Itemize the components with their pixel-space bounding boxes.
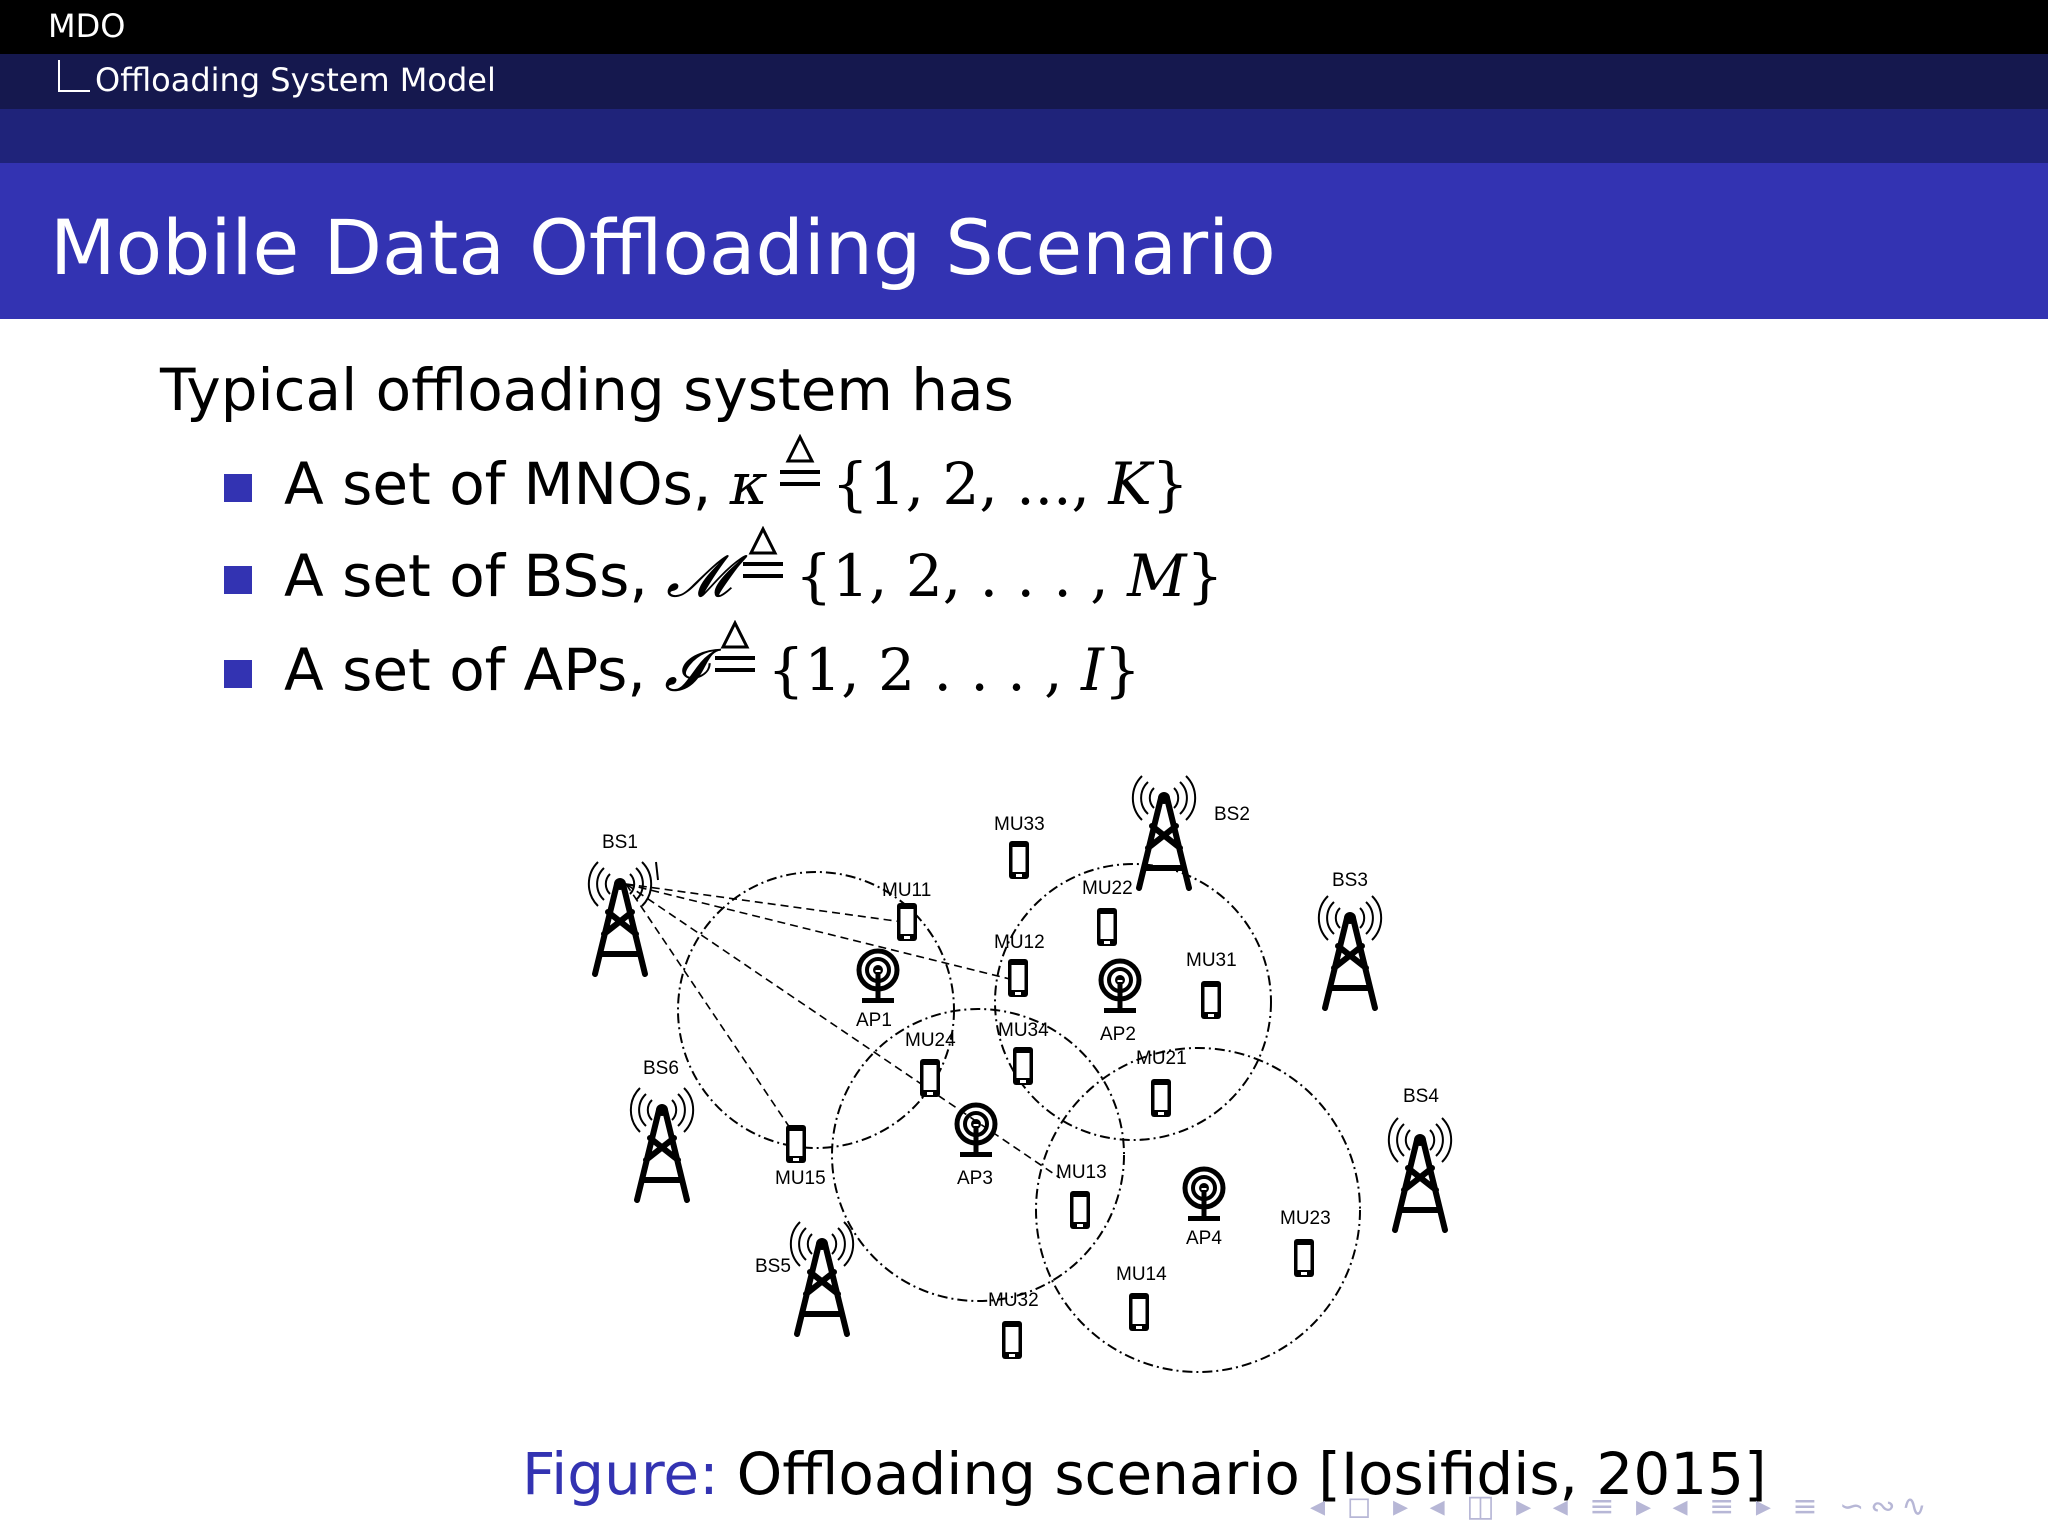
base-station-icon [1389, 1118, 1451, 1230]
item-symbol: 𝓜 [666, 542, 732, 610]
mobile-phone-icon [897, 903, 917, 941]
mu-label: MU31 [1186, 950, 1237, 971]
header-subsection-bar [0, 54, 2048, 109]
defined-as-symbol [741, 526, 785, 598]
frame-title: Mobile Data Offloading Scenario [50, 203, 1276, 292]
bs-label: BS4 [1403, 1086, 1439, 1107]
item-close: } [1186, 542, 1224, 610]
bs-label: BS2 [1214, 804, 1250, 825]
mu-label: MU13 [1056, 1162, 1107, 1183]
access-point-icon [859, 951, 897, 1003]
beamer-navigation-symbols[interactable]: ◂ ◻ ▸ ◂ ◫ ▸ ◂ ≡ ▸ ◂ ≡ ▸ ≡ ∽∾∿ [1310, 1489, 1933, 1524]
mobile-phone-icon [1013, 1047, 1033, 1085]
header-section-link[interactable]: MDO [48, 7, 126, 45]
mobile-phone-icon [1151, 1079, 1171, 1117]
mobile-phone-icon [1201, 981, 1221, 1019]
list-item-bss: A set of BSs, 𝓜 {1, 2, . . . , M} [284, 526, 1224, 614]
subsection-tree-line [58, 60, 90, 92]
mu-label: MU14 [1116, 1264, 1167, 1285]
base-station-icon [1319, 896, 1381, 1008]
item-set: {1, 2 . . . , [767, 636, 1081, 704]
item-prefix: A set of APs, [284, 636, 665, 704]
mu-label: MU11 [882, 880, 931, 901]
access-point-icon [957, 1105, 995, 1157]
header-subsection-link[interactable]: Offloading System Model [95, 61, 496, 99]
mobile-phone-icon [1070, 1191, 1090, 1229]
header-band [0, 109, 2048, 163]
bs-label: BS1 [602, 832, 638, 853]
base-station-icon [791, 1222, 853, 1334]
item-set: {1, 2, ..., [831, 450, 1109, 518]
base-station-icon [1133, 776, 1195, 888]
bullet-square [224, 566, 252, 594]
defined-as-symbol [778, 434, 822, 506]
mobile-phone-icon [1002, 1321, 1022, 1359]
access-point-icon [1101, 961, 1139, 1013]
mobile-phone-icon [1009, 841, 1029, 879]
ap-coverage-circles [677, 863, 1361, 1373]
mobile-phone-icon [1097, 908, 1117, 946]
caption-label: Figure: [522, 1440, 719, 1508]
frame-title-bar [0, 163, 2048, 319]
item-last: K [1108, 450, 1152, 518]
item-symbol: 𝓘 [664, 636, 704, 704]
item-symbol: κ [729, 450, 768, 518]
bullet-square [224, 660, 252, 688]
defined-as-symbol [713, 620, 757, 692]
item-close: } [1103, 636, 1141, 704]
ap-label: AP3 [957, 1168, 993, 1189]
item-last: I [1081, 636, 1104, 704]
ap-label: AP4 [1186, 1228, 1222, 1249]
mobile-phone-icon [786, 1125, 806, 1163]
offloading-scenario-diagram: BS1 BS2 BS3 BS4 BS5 BS6 AP1 AP2 AP3 AP4 … [560, 760, 1480, 1373]
mu-label: MU12 [994, 932, 1045, 953]
mu-label: MU32 [988, 1290, 1039, 1311]
figure-caption: Figure:Offloading scenario [Iosifidis, 2… [522, 1436, 1767, 1512]
header-section-bar [0, 0, 2048, 54]
mu-label: MU34 [998, 1020, 1049, 1041]
access-point-icon [1185, 1169, 1223, 1221]
list-item-aps: A set of APs, 𝓘 {1, 2 . . . , I} [284, 620, 1141, 708]
base-station-icon [631, 1088, 693, 1200]
item-set: {1, 2, . . . , [795, 542, 1128, 610]
mobile-phone-icon [1129, 1293, 1149, 1331]
ap-label: AP2 [1100, 1024, 1136, 1045]
item-close: } [1151, 450, 1189, 518]
mu-label: MU22 [1082, 878, 1133, 899]
mu-label: MU21 [1136, 1048, 1187, 1069]
mu-label: MU23 [1280, 1208, 1331, 1229]
mobile-phone-icon [1294, 1239, 1314, 1277]
intro-text: Typical offloading system has [160, 356, 1014, 424]
item-prefix: A set of MNOs, [284, 450, 730, 518]
bs-label: BS3 [1332, 870, 1368, 891]
bullet-square [224, 474, 252, 502]
caption-text: Offloading scenario [Iosifidis, 2015] [736, 1440, 1767, 1508]
item-prefix: A set of BSs, [284, 542, 667, 610]
ap-label: AP1 [856, 1010, 892, 1031]
base-station-icon [589, 862, 659, 974]
mu-label: MU33 [994, 814, 1045, 835]
mobile-phone-icon [920, 1059, 940, 1097]
item-last: M [1127, 542, 1187, 610]
bs-label: BS5 [755, 1256, 791, 1277]
mobile-phone-icon [1008, 959, 1028, 997]
mu-label: MU15 [775, 1168, 826, 1189]
bs-label: BS6 [643, 1058, 679, 1079]
mu-label: MU24 [905, 1030, 956, 1051]
list-item-mnos: A set of MNOs, κ {1, 2, ..., K} [284, 434, 1189, 522]
